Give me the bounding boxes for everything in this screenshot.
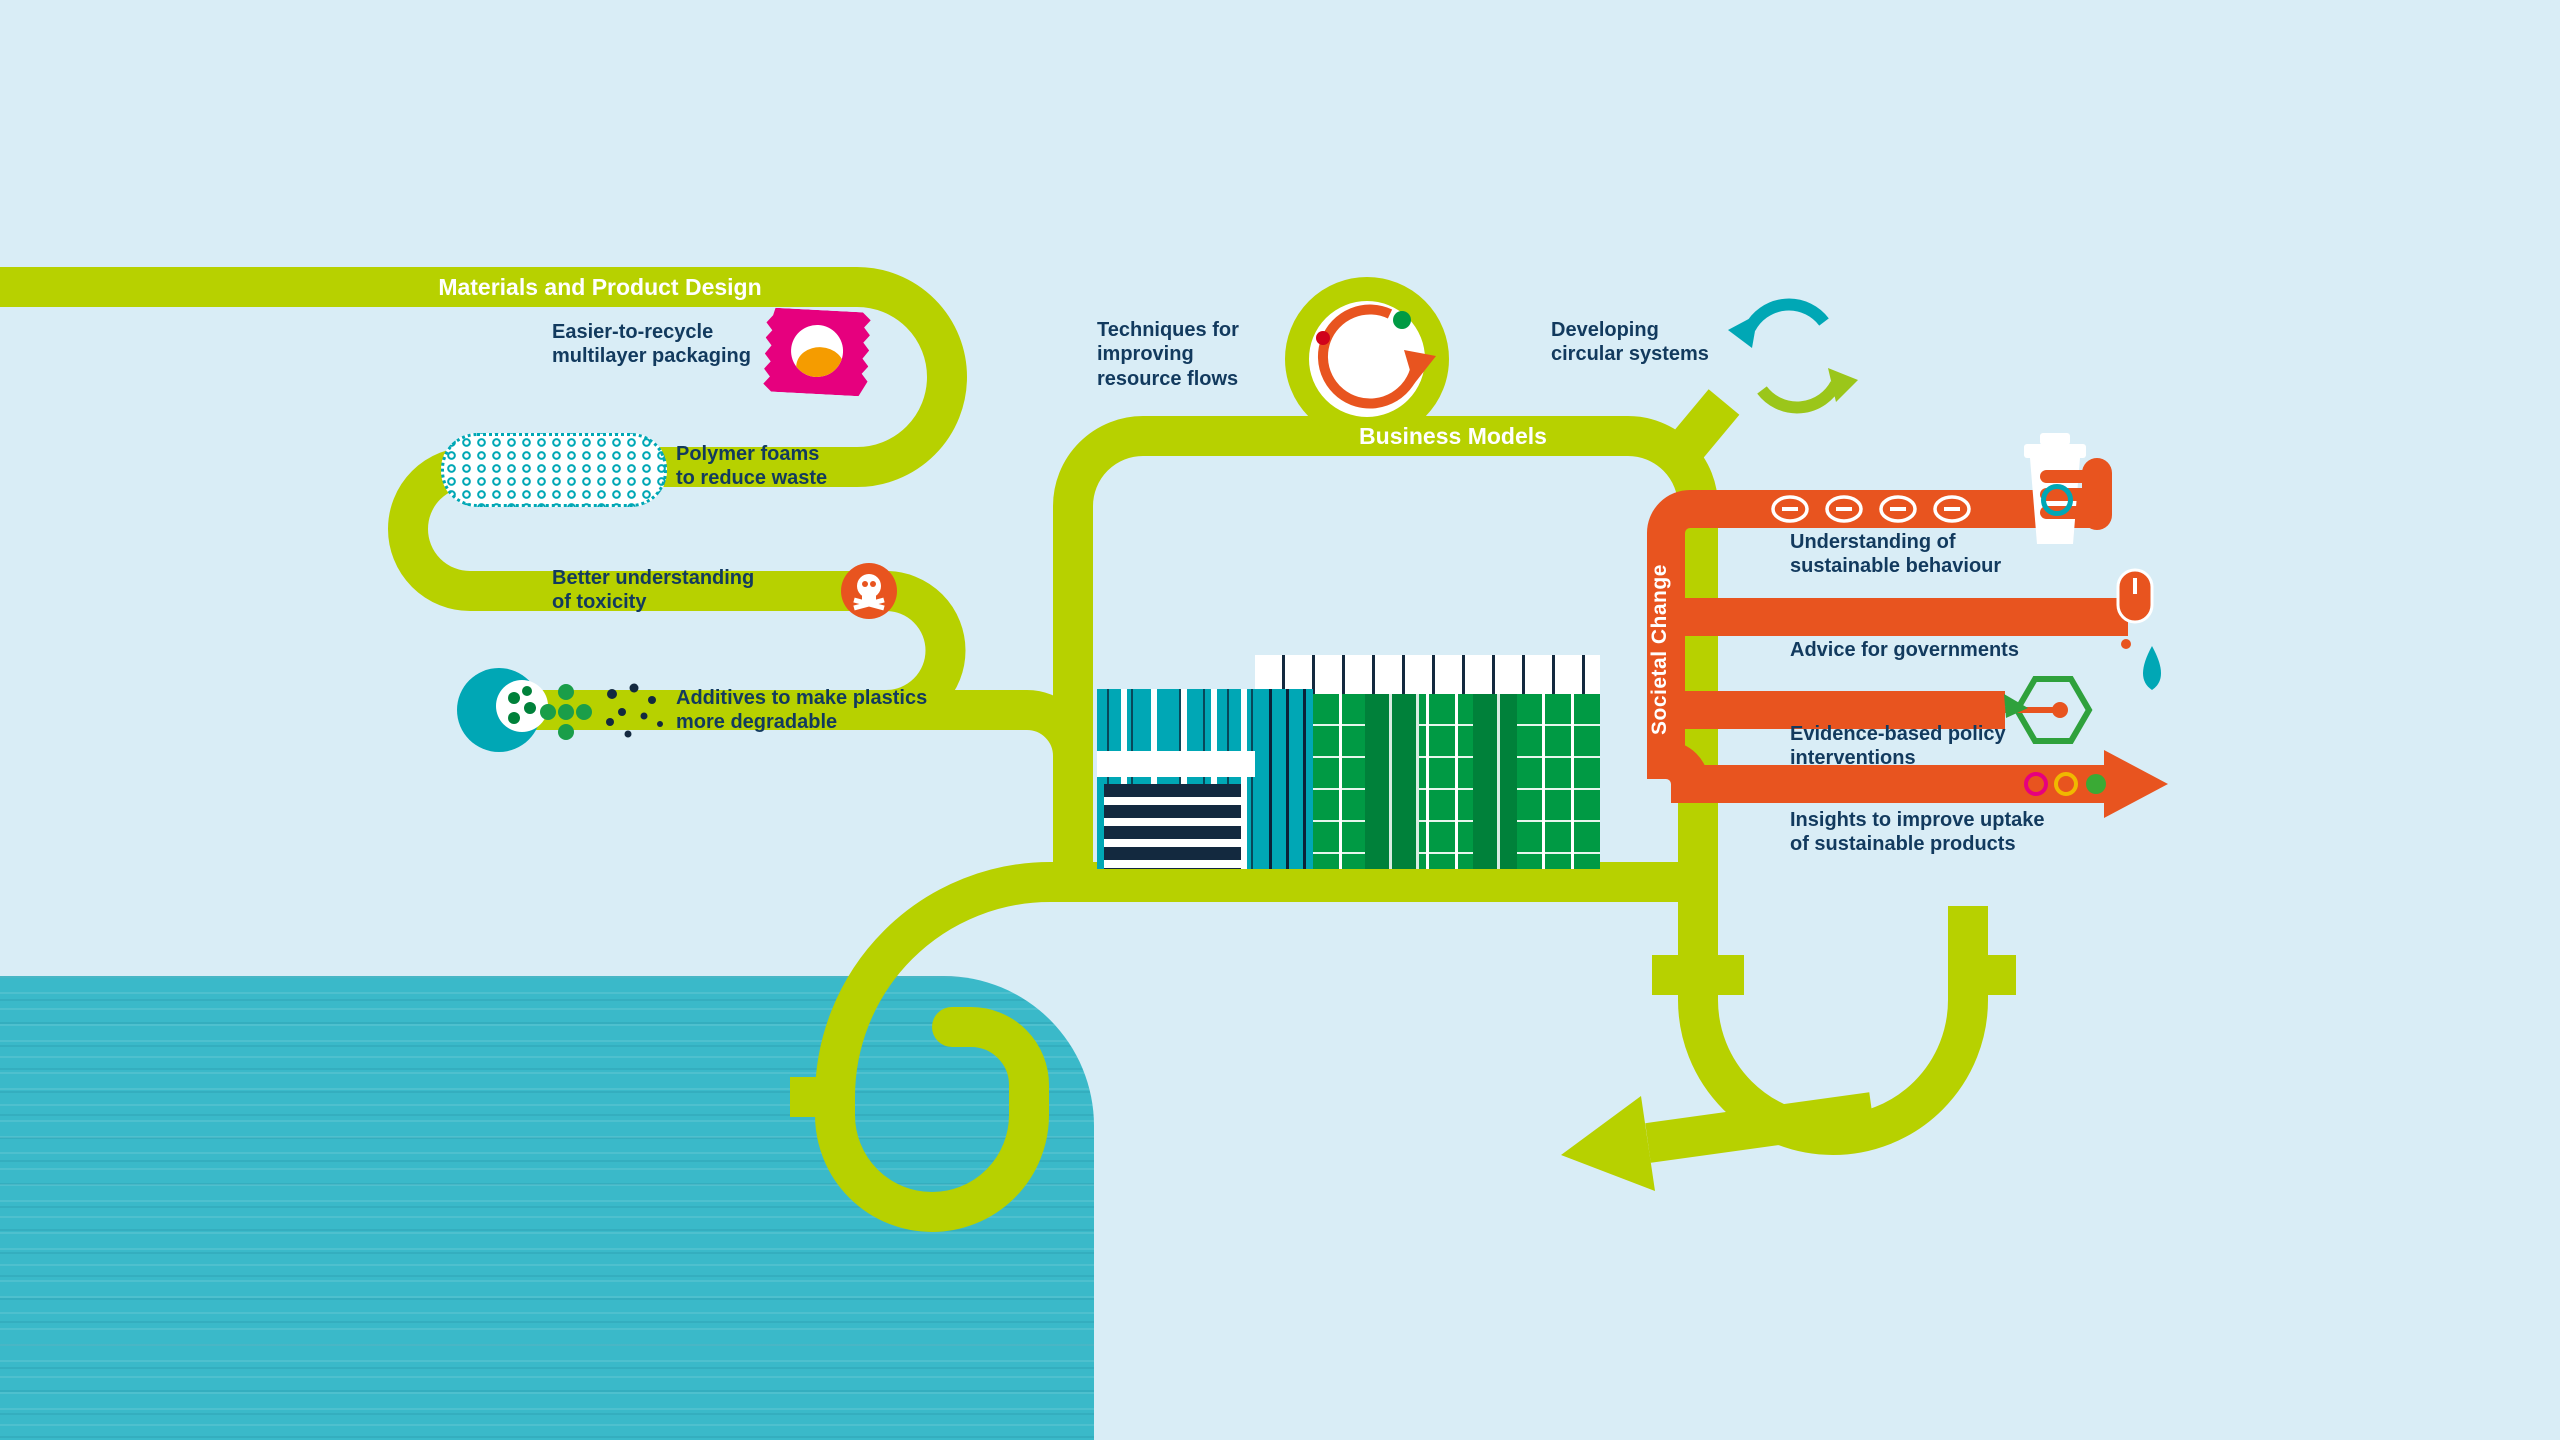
building-dark-column (1473, 694, 1517, 869)
label-techniques: Techniques for improving resource flows (1097, 319, 1239, 390)
cup-knob (2040, 433, 2070, 445)
building-green-block (1313, 694, 1600, 869)
label-insights-uptake: Insights to improve uptake of sustainabl… (1790, 809, 2045, 856)
hand-finger (2040, 470, 2100, 483)
cycle-arc-orange (1318, 304, 1421, 409)
small-drip-icon (2121, 639, 2131, 649)
road-bottom-spiral (815, 862, 1718, 1232)
cycle-arrowhead (1404, 350, 1436, 384)
label-sustainable-behaviour: Understanding of sustainable behaviour (1790, 531, 2002, 578)
societal-spine-and-branches (1647, 490, 2106, 803)
policy-hexagon-icon (2004, 676, 2093, 744)
building-navy-bars (1104, 784, 1241, 869)
pill-slot-icon (1825, 495, 1863, 523)
building-dark-column (1365, 694, 1419, 869)
label-polymer-foams: Polymer foams to reduce waste (676, 443, 828, 490)
cycle-dot-green (1393, 311, 1411, 329)
building-teal-column (1255, 689, 1313, 869)
business-models-title: Business Models (1359, 423, 1547, 449)
societal-change-title: Societal Change (1648, 564, 1671, 736)
product-rings-icon (2024, 772, 2106, 796)
pill-slot-icon (1933, 495, 1971, 523)
materials-section-title: Materials and Product Design (438, 274, 762, 300)
circular-systems-arrows-icon (1728, 298, 1858, 414)
label-toxicity: Better understanding of toxicity (552, 567, 755, 614)
road-materials-serpentine (0, 267, 967, 730)
foam-capsule-icon (441, 433, 667, 507)
label-additives: Additives to make plastics more degradab… (676, 687, 928, 734)
degradable-additives-icon (457, 668, 663, 752)
toxicity-skull-icon (841, 563, 897, 619)
pill-slot-icon (1879, 495, 1917, 523)
road-exit-diagonal (1645, 1092, 1875, 1163)
loop-arc-green (1757, 380, 1842, 414)
water-drop-icon (2143, 646, 2161, 690)
pill-slot-icon (1771, 495, 1809, 523)
road-business-loop (1053, 416, 1988, 1155)
factory-building-illustration (1097, 655, 1600, 869)
uptake-arrow-icon (2104, 750, 2168, 818)
pill-slot-icons (1771, 495, 1971, 523)
road-arrow-head (1561, 1096, 1655, 1191)
loop-arrow-green (1828, 368, 1858, 402)
computer-mouse-icon (2116, 568, 2154, 624)
label-developing-circular: Developing circular systems (1551, 319, 1709, 366)
cycle-dot-red (1316, 331, 1330, 345)
loop-arrow-teal (1728, 314, 1758, 348)
label-easier-to-recycle: Easier-to-recycle multilayer packaging (552, 321, 751, 368)
label-advice-governments: Advice for governments (1790, 639, 2019, 661)
cup-lid (2024, 444, 2086, 458)
label-policy-interventions: Evidence-based policy interventions (1790, 723, 2006, 770)
road-stub-diagonal (1668, 389, 1740, 463)
resource-flow-cycle-icon (1316, 304, 1436, 409)
cup-logo-ring (2041, 484, 2073, 516)
